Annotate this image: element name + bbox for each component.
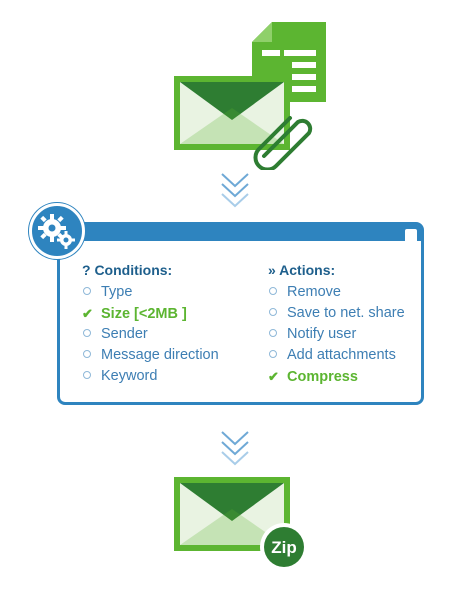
conditions-column: ? Conditions: Type ✔Size [<2MB ] Sender …: [82, 260, 219, 387]
bullet-icon: [83, 371, 91, 379]
bullet-icon: [269, 329, 277, 337]
action-item: Save to net. share: [268, 303, 405, 324]
checkmark-icon: ✔: [268, 369, 279, 384]
checkmark-icon: ✔: [82, 306, 93, 321]
zip-badge-label: Zip: [271, 538, 297, 557]
compressed-envelope-icon: Zip: [174, 477, 310, 577]
chevrons-down-icon: [220, 172, 250, 212]
actions-heading: » Actions:: [268, 262, 336, 278]
action-item: ✔Compress: [268, 366, 405, 387]
bullet-icon: [83, 329, 91, 337]
condition-item: Keyword: [82, 366, 219, 387]
condition-item: ✔Size [<2MB ]: [82, 303, 219, 324]
bullet-icon: [83, 287, 91, 295]
bullet-icon: [83, 350, 91, 358]
panel-tab: [405, 229, 417, 241]
bullet-icon: [269, 308, 277, 316]
condition-item: Sender: [82, 324, 219, 345]
action-item: Notify user: [268, 324, 405, 345]
action-item: Add attachments: [268, 345, 405, 366]
condition-item: Message direction: [82, 345, 219, 366]
envelope-icon: [174, 76, 290, 154]
bullet-icon: [269, 350, 277, 358]
conditions-heading: ? Conditions:: [82, 262, 173, 278]
rule-panel: [57, 222, 424, 405]
condition-item: Type: [82, 282, 219, 303]
paperclip-icon: [252, 116, 316, 174]
bullet-icon: [269, 287, 277, 295]
panel-title-bar: [60, 225, 421, 241]
actions-column: » Actions: Remove Save to net. share Not…: [268, 260, 405, 387]
action-item: Remove: [268, 282, 405, 303]
chevrons-down-icon: [220, 430, 250, 470]
gears-icon: [29, 203, 85, 259]
